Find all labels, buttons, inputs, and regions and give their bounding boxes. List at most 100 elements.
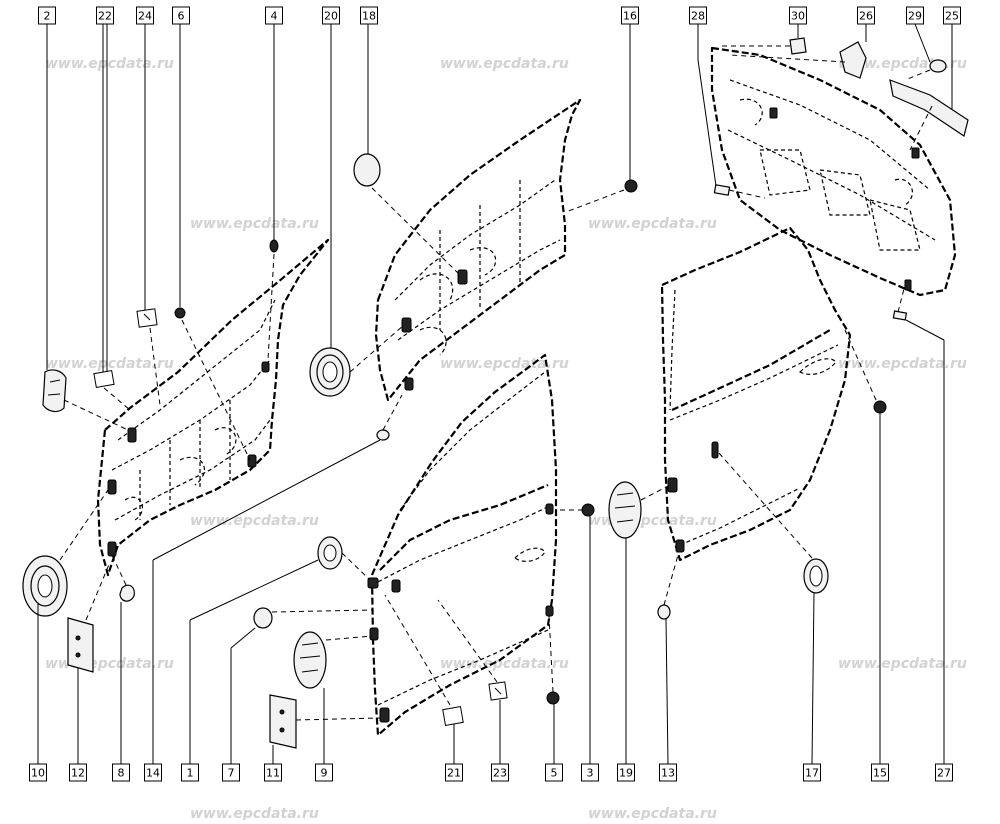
callout-box [617, 763, 635, 782]
callout-number: 20 [324, 10, 338, 23]
watermark: www.epcdata.ru [190, 806, 319, 820]
callout-box [943, 6, 961, 25]
watermark-layer: www.epcdata.ru www.epcdata.ru www.epcdat… [45, 56, 967, 822]
watermark: www.epcdata.ru [45, 656, 174, 672]
callout-bottom-12: 12 [69, 763, 87, 782]
callout-box [69, 763, 87, 782]
callout-box [906, 6, 924, 25]
callout-top-26: 26 [857, 6, 875, 25]
callout-box [136, 6, 154, 25]
callout-bottom-14: 14 [144, 763, 162, 782]
callout-top-24: 24 [136, 6, 154, 25]
callout-box [181, 763, 199, 782]
callout-box [659, 763, 677, 782]
callout-number: 26 [859, 10, 873, 23]
callout-number: 21 [447, 767, 461, 780]
callout-number: 30 [791, 10, 805, 23]
callout-bottom-23: 23 [491, 763, 509, 782]
callout-box [789, 6, 807, 25]
watermark: www.epcdata.ru [440, 656, 569, 672]
callout-number: 25 [945, 10, 959, 23]
callout-box [264, 763, 282, 782]
callout-box [222, 763, 240, 782]
callout-bottom-7: 7 [222, 763, 240, 782]
callout-box [689, 6, 707, 25]
callout-number: 4 [271, 10, 278, 23]
callout-top-6: 6 [172, 6, 190, 25]
callout-number: 17 [805, 767, 819, 780]
callout-number: 18 [362, 10, 376, 23]
callout-box [265, 6, 283, 25]
callout-box [803, 763, 821, 782]
watermark: www.epcdata.ru [588, 806, 717, 820]
callout-top-2: 2 [38, 6, 56, 25]
callout-top-29: 29 [906, 6, 924, 25]
callout-number: 2 [44, 10, 51, 23]
callout-bottom-5: 5 [545, 763, 563, 782]
callout-number: 3 [587, 767, 594, 780]
callout-number: 1 [187, 767, 194, 780]
callout-number: 29 [908, 10, 922, 23]
callout-box [112, 763, 130, 782]
callout-bottom-15: 15 [871, 763, 889, 782]
callout-bottom-9: 9 [315, 763, 333, 782]
callout-top-18: 18 [360, 6, 378, 25]
callout-bottom-19: 19 [617, 763, 635, 782]
callout-box [144, 763, 162, 782]
callout-bottom-1: 1 [181, 763, 199, 782]
callout-number: 10 [31, 767, 45, 780]
callout-bottom-13: 13 [659, 763, 677, 782]
callout-bottom-10: 10 [29, 763, 47, 782]
callout-number: 8 [118, 767, 125, 780]
callout-box [360, 6, 378, 25]
plug-part [42, 369, 67, 413]
callout-number: 6 [178, 10, 185, 23]
callout-box [545, 763, 563, 782]
front-door-outer-frame [367, 353, 558, 737]
callout-top-20: 20 [322, 6, 340, 25]
callout-top-28: 28 [689, 6, 707, 25]
callout-bottom-17: 17 [803, 763, 821, 782]
callout-number: 22 [98, 10, 112, 23]
watermark: www.epcdata.ru [190, 513, 319, 529]
callout-box [445, 763, 463, 782]
callout-bottom-8: 8 [112, 763, 130, 782]
callout-number: 28 [691, 10, 705, 23]
callout-number: 15 [873, 767, 887, 780]
callout-number: 5 [551, 767, 558, 780]
callout-box [857, 6, 875, 25]
watermark: www.epcdata.ru [440, 356, 569, 372]
watermark: www.epcdata.ru [838, 656, 967, 672]
callout-top-30: 30 [789, 6, 807, 25]
callout-number: 14 [146, 767, 160, 780]
callout-number: 16 [623, 10, 637, 23]
callout-number: 7 [228, 767, 235, 780]
callout-number: 9 [321, 767, 328, 780]
watermark: www.epcdata.ru [190, 216, 319, 232]
watermark: www.epcdata.ru [588, 216, 717, 232]
callout-box [491, 763, 509, 782]
callout-top-25: 25 [943, 6, 961, 25]
rear-door-outer-frame [660, 226, 852, 562]
callout-box [935, 763, 953, 782]
callout-number: 23 [493, 767, 507, 780]
callout-bottom-21: 21 [445, 763, 463, 782]
callout-top-22: 22 [96, 6, 114, 25]
assembly-lines [59, 45, 933, 721]
callout-number: 12 [71, 767, 85, 780]
small-parts [22, 37, 969, 749]
callout-box [322, 6, 340, 25]
watermark: www.epcdata.ru [45, 56, 174, 72]
callout-number: 19 [619, 767, 633, 780]
watermark: www.epcdata.ru [838, 356, 967, 372]
callout-box [621, 6, 639, 25]
callout-box [871, 763, 889, 782]
callout-bottom-27: 27 [935, 763, 953, 782]
callout-number: 11 [266, 767, 280, 780]
callout-box [315, 763, 333, 782]
watermark: www.epcdata.ru [440, 56, 569, 72]
callout-top-16: 16 [621, 6, 639, 25]
